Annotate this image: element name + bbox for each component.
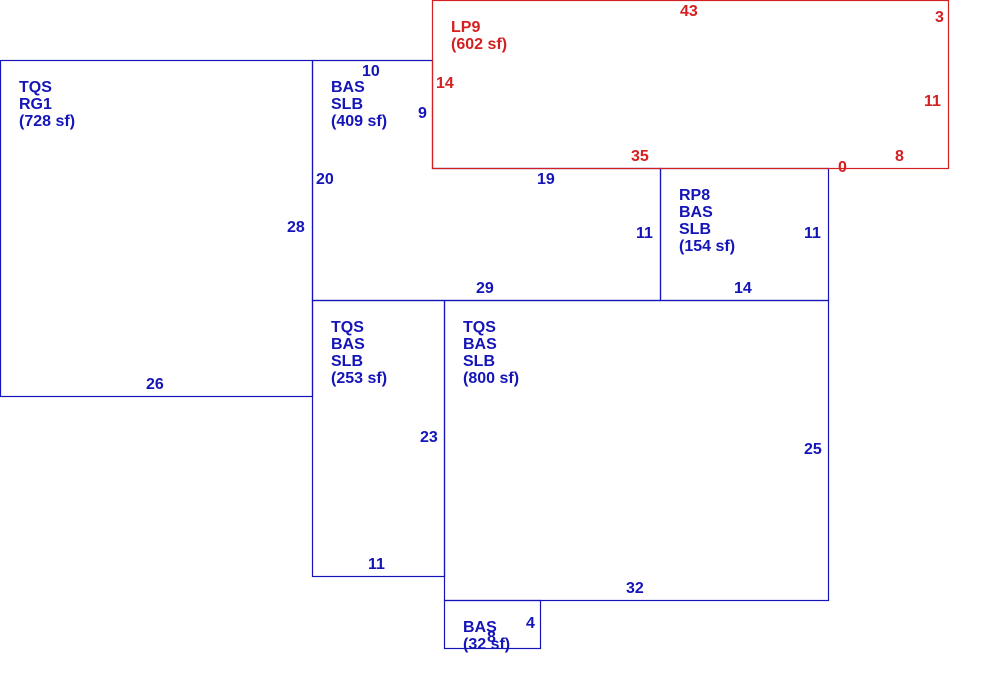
area-label-bas-32: BAS (32 sf) bbox=[463, 619, 511, 653]
area-outline-tqs-bas-slb-800 bbox=[443, 299, 830, 602]
dim-lp9-corner: 3 bbox=[935, 9, 944, 26]
dim-lp9-bottom-right: 8 bbox=[895, 148, 904, 165]
dim-rp8-right: 11 bbox=[804, 225, 821, 242]
dim-bas32-bottom: 8 bbox=[487, 629, 496, 646]
area-label-lp9: LP9 (602 sf) bbox=[451, 19, 508, 53]
area-label-tqs-bas-slb-253: TQS BAS SLB (253 sf) bbox=[331, 319, 388, 387]
area-label-tqs-bas-slb-800: TQS BAS SLB (800 sf) bbox=[463, 319, 520, 387]
dim-slb253-bottom: 11 bbox=[368, 556, 385, 573]
area-label-bas-slb-409: BAS SLB (409 sf) bbox=[331, 79, 388, 130]
area-outline-lp9 bbox=[431, 0, 950, 170]
dim-lp9-left: 14 bbox=[436, 75, 454, 92]
dim-lp9-zero: 0 bbox=[838, 159, 847, 176]
dim-lp9-bottom: 35 bbox=[631, 148, 649, 165]
area-label-rp8: RP8 BAS SLB (154 sf) bbox=[679, 187, 736, 255]
dim-slb800-bottom: 32 bbox=[626, 580, 644, 597]
dim-slb409-top-inner: 19 bbox=[537, 171, 555, 188]
dim-lp9-top: 43 bbox=[680, 3, 698, 20]
dim-slb409-bottom: 29 bbox=[476, 280, 494, 297]
area-outline-bas-32 bbox=[443, 599, 542, 650]
dim-rg1-bottom: 26 bbox=[146, 376, 164, 393]
dim-slb409-top: 10 bbox=[362, 63, 380, 80]
dim-bas32-right: 4 bbox=[526, 615, 535, 632]
dim-slb409-notch: 9 bbox=[418, 105, 427, 122]
area-label-tqs-rg1: TQS RG1 (728 sf) bbox=[19, 79, 76, 130]
dim-rg1-right: 28 bbox=[287, 219, 305, 236]
dim-rp8-bottom: 14 bbox=[734, 280, 752, 297]
dim-slb409-left: 20 bbox=[316, 171, 334, 188]
dim-slb409-right: 11 bbox=[636, 225, 653, 242]
dim-lp9-right: 11 bbox=[924, 93, 941, 110]
dim-slb800-right: 25 bbox=[804, 441, 822, 458]
dim-slb253-right: 23 bbox=[420, 429, 438, 446]
